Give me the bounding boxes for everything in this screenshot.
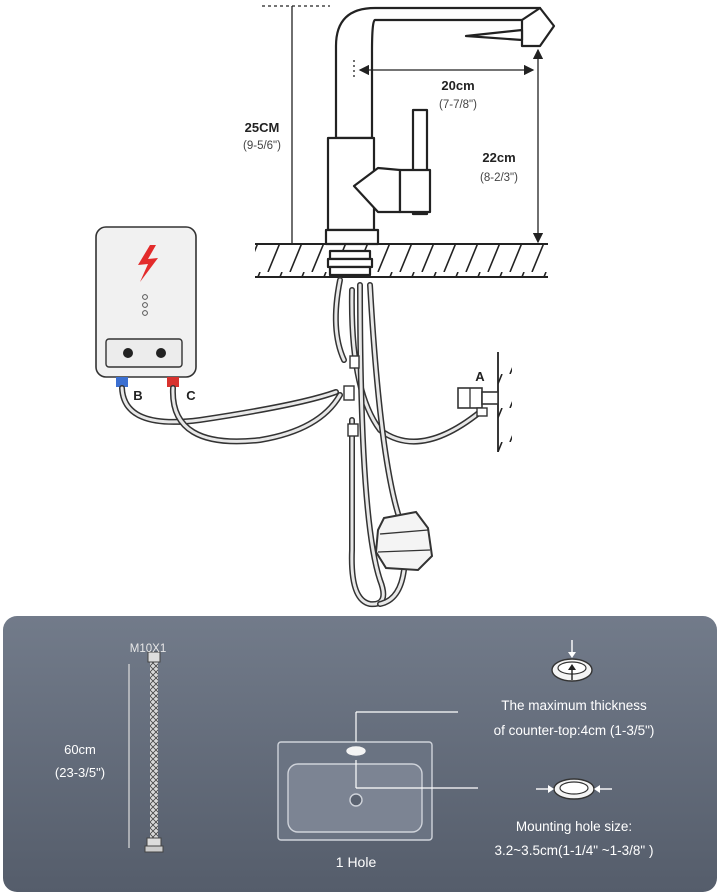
countertop: [255, 243, 548, 278]
hoses: [119, 277, 483, 608]
hose-weight: [374, 510, 434, 572]
spout-reach-value: 20cm: [441, 78, 474, 93]
hose-fitting: [349, 355, 360, 369]
faucet: [324, 6, 556, 277]
height-total-value: 25CM: [245, 120, 280, 135]
countertop-thickness-icon: [551, 640, 593, 682]
hole-note-line1: Mounting hole size:: [516, 819, 632, 834]
hole-note-line2: 3.2~3.5cm(1-1/4" ~1-3/8" ): [495, 843, 654, 858]
label-c: C: [186, 388, 196, 403]
hose-fitting: [347, 423, 359, 437]
hot-outlet: [167, 377, 179, 387]
thickness-note-line2: of counter-top:4cm (1-3/5"): [494, 723, 655, 738]
lightning-icon: [138, 245, 158, 282]
spout-height-sub: (8-2/3"): [480, 172, 518, 184]
cold-inlet: [116, 377, 128, 387]
angle-valve: [457, 352, 512, 452]
braided-hose: [128, 651, 164, 853]
hose-fitting: [343, 385, 355, 401]
sink-diagram: [277, 741, 433, 841]
hose-length-sub: (23-3/5"): [55, 765, 105, 780]
water-heater: [95, 226, 197, 387]
hose-thread-label: M10X1: [130, 643, 166, 655]
spout-height-value: 22cm: [482, 150, 515, 165]
label-a: A: [475, 369, 485, 384]
height-total-sub: (9-5/6"): [243, 140, 281, 152]
hose-length-value: 60cm: [64, 742, 96, 757]
label-b: B: [133, 388, 142, 403]
spout-reach-sub: (7-7/8"): [439, 99, 477, 111]
specification-panel: M10X1 60cm (23-3/5") 1 Hole The maximum …: [3, 616, 717, 892]
mounting-hole-icon: [536, 778, 612, 800]
sink-holes-label: 1 Hole: [336, 854, 377, 870]
faucet-installation-diagram: 25CM (9-5/6") 20cm (7-7/8") 22cm (8-2/3"…: [95, 5, 556, 608]
thickness-note-line1: The maximum thickness: [501, 698, 647, 713]
